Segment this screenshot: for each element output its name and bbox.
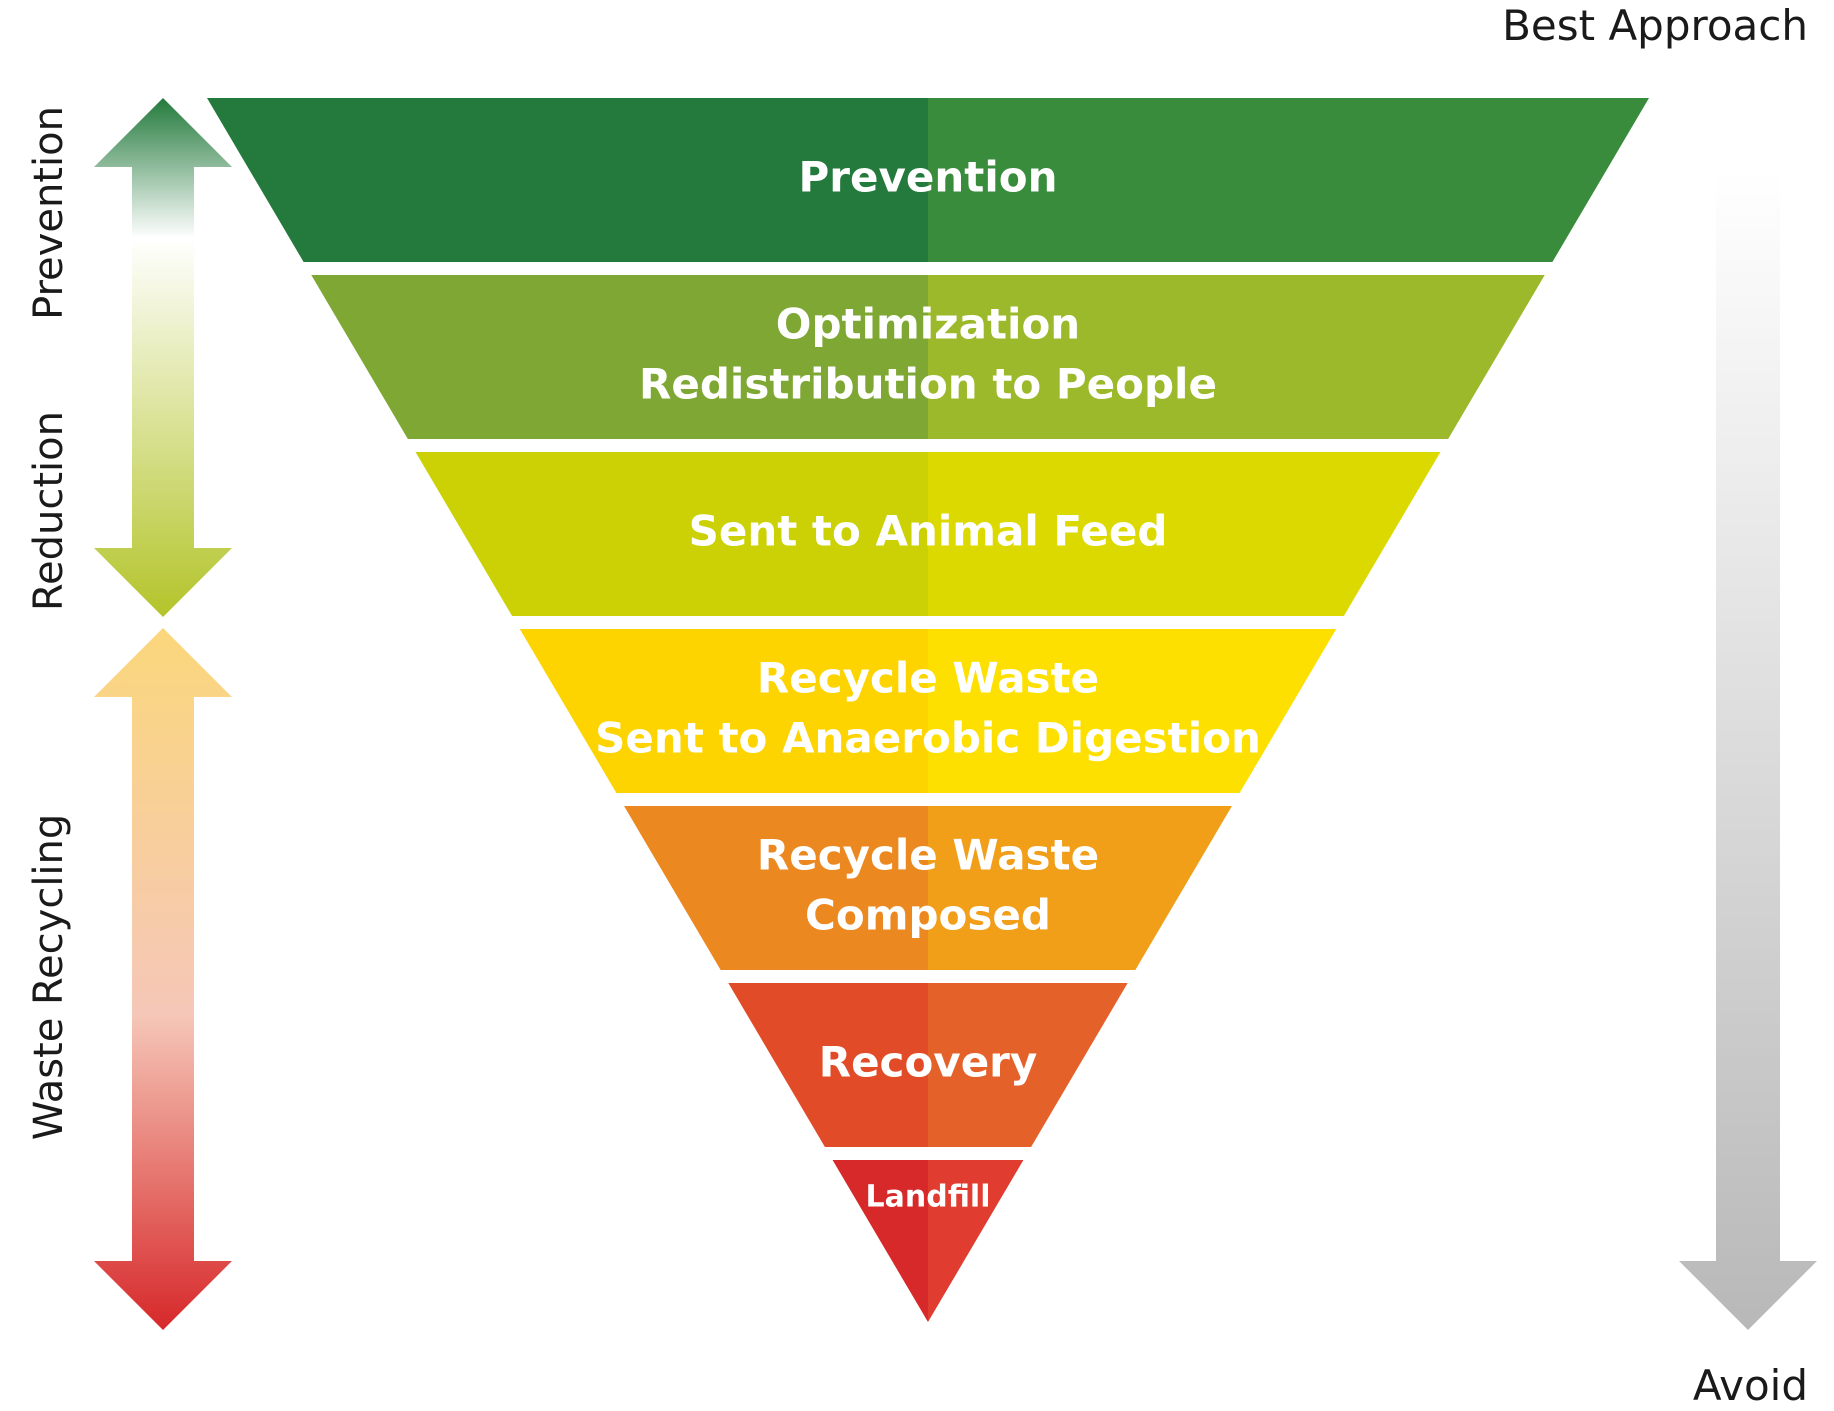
pyramid-level-7-left-half — [832, 1160, 928, 1322]
pyramid-level-4-right-half — [928, 629, 1337, 793]
best-to-avoid-down-arrow — [1679, 170, 1817, 1330]
pyramid-level-2-left-half — [311, 275, 928, 439]
pyramid-level-2-right-half — [928, 275, 1545, 439]
pyramid-level-3-left-half — [415, 452, 928, 616]
pyramid-level-5-left-half — [624, 806, 928, 970]
prevention-reduction-double-arrow — [94, 98, 232, 617]
pyramid-level-1-label-line-1: Prevention — [799, 153, 1058, 202]
waste-recycling-side-label: Waste Recycling — [26, 814, 72, 1141]
pyramid-level-3-right-half — [928, 452, 1441, 616]
reduction-side-label: Reduction — [26, 411, 72, 611]
waste-recycling-double-arrow — [94, 628, 232, 1330]
pyramid-level-6-right-half — [928, 983, 1128, 1147]
pyramid-level-1-right-half — [928, 98, 1649, 262]
pyramid-level-4-left-half — [519, 629, 928, 793]
pyramid-level-3-label-line-1: Sent to Animal Feed — [689, 507, 1168, 556]
pyramid-level-1: Prevention — [207, 98, 1649, 262]
pyramid-level-1-left-half — [207, 98, 928, 262]
prevention-side-label: Prevention — [26, 106, 72, 320]
pyramid-level-6: Recovery — [728, 983, 1128, 1147]
pyramid-level-5-label-line-1: Recycle Waste — [757, 831, 1099, 880]
pyramid-level-5-right-half — [928, 806, 1232, 970]
avoid-label: Avoid — [1693, 1361, 1808, 1410]
pyramid-level-2-label-line-2: Redistribution to People — [639, 360, 1217, 409]
pyramid-level-7: Landfill — [832, 1160, 1024, 1322]
pyramid-level-4-label-line-1: Recycle Waste — [757, 654, 1099, 703]
pyramid-level-2-label-line-1: Optimization — [776, 300, 1080, 349]
best-approach-label: Best Approach — [1502, 1, 1808, 50]
pyramid-level-7-right-half — [928, 1160, 1024, 1322]
pyramid-level-4-label-line-2: Sent to Anaerobic Digestion — [595, 714, 1261, 763]
pyramid-level-7-label-line-1: Landfill — [866, 1180, 991, 1215]
pyramid-level-5-label-line-2: Composed — [805, 891, 1051, 940]
pyramid-level-6-label-line-1: Recovery — [819, 1038, 1038, 1087]
pyramid-level-6-left-half — [728, 983, 928, 1147]
pyramid-level-3: Sent to Animal Feed — [415, 452, 1441, 616]
